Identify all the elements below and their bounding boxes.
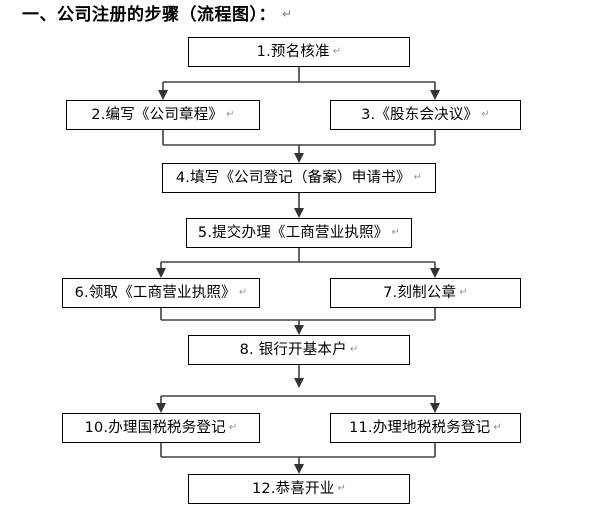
paragraph-mark-icon: ↵ [282,7,293,21]
flow-node-8[interactable]: 8. 银行开基本户↵ [188,335,410,365]
paragraph-mark-icon: ↵ [459,287,468,298]
connector-2-3-to-4 [162,130,436,163]
paragraph-mark-icon: ↵ [228,422,238,433]
flow-node-1[interactable]: 1.预名核准↵ [188,37,410,67]
paragraph-mark-icon: ↵ [226,109,235,120]
flow-node-1-label: 1.预名核准 [256,43,330,60]
paragraph-mark-icon: ↵ [238,287,248,298]
flow-node-3-label: 3.《股东会决议》 [361,106,479,123]
flow-node-11-label: 11.办理地税税务登记 [349,419,491,436]
flow-node-4[interactable]: 4.填写《公司登记（备案）申请书》↵ [162,163,436,193]
flow-node-11[interactable]: 11.办理地税税务登记↵ [330,413,521,443]
flow-node-5[interactable]: 5.提交办理《工商营业执照》↵ [186,218,412,248]
paragraph-mark-icon: ↵ [413,172,423,183]
connector-4-to-5 [294,193,304,218]
paragraph-mark-icon: ↵ [337,483,347,494]
flow-node-12[interactable]: 12.恭喜开业↵ [188,474,410,504]
connector-10-11-to-12 [160,443,436,474]
flow-node-6-label: 6.领取《工商营业执照》 [74,284,236,301]
connector-5-to-6-7 [156,248,440,278]
flow-node-7[interactable]: 7.刻制公章↵ [330,278,521,308]
page-title-text: 一、公司注册的步骤（流程图）： [22,5,276,25]
paragraph-mark-icon: ↵ [481,109,490,120]
paragraph-mark-icon: ↵ [349,344,359,355]
flow-node-5-label: 5.提交办理《工商营业执照》 [197,224,389,241]
flow-node-12-label: 12.恭喜开业 [251,480,335,497]
flow-node-10[interactable]: 10.办理国税税务登记↵ [62,413,260,443]
flow-node-2-label: 2.编写《公司章程》 [91,106,224,123]
flow-node-4-label: 4.填写《公司登记（备案）申请书》 [175,169,411,186]
paragraph-mark-icon: ↵ [493,422,502,433]
flow-node-10-label: 10.办理国税税务登记 [84,419,226,436]
flow-node-8-label: 8. 银行开基本户 [239,341,347,358]
flow-node-7-label: 7.刻制公章 [383,284,457,301]
flow-node-3[interactable]: 3.《股东会决议》↵ [330,100,521,130]
flow-node-2[interactable]: 2.编写《公司章程》↵ [66,100,260,130]
paragraph-mark-icon: ↵ [391,227,401,238]
flow-node-6[interactable]: 6.领取《工商营业执照》↵ [62,278,260,308]
connector-1-to-2-3 [158,67,440,100]
connector-8-to-10-11 [156,365,440,413]
connector-6-7-to-8 [160,308,436,335]
paragraph-mark-icon: ↵ [332,46,342,57]
page-title: 一、公司注册的步骤（流程图）： ↵ [22,2,293,27]
